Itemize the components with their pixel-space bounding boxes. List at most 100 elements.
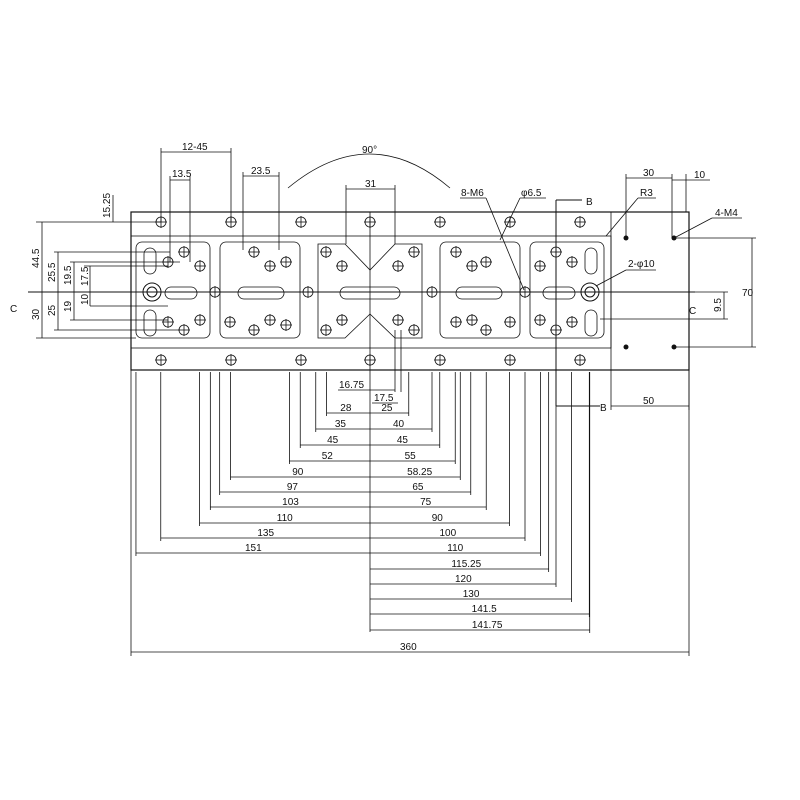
dim-r3: R3: [640, 188, 653, 199]
mount-hole: [574, 216, 586, 228]
mount-hole: [280, 319, 292, 331]
dim-31: 31: [365, 179, 377, 190]
chain-dim-label: 40: [393, 419, 405, 430]
chain-dim-label: 141.5: [472, 604, 497, 615]
pad-2: [219, 241, 301, 339]
slot: [584, 309, 598, 337]
mount-hole: [408, 246, 420, 258]
mount-hole: [574, 354, 586, 366]
dim-70: 70: [742, 288, 754, 299]
leader: [499, 197, 521, 241]
dim-4-m4: 4-M4: [715, 208, 738, 219]
dim-9-5: 9.5: [713, 298, 724, 312]
mount-hole: [280, 256, 292, 268]
section-b-line: B B: [555, 197, 607, 414]
angle-arc: [287, 153, 451, 189]
mount-hole: [450, 316, 462, 328]
slot: [542, 286, 576, 300]
mount-hole: [162, 316, 174, 328]
chain-dim-label: 90: [292, 467, 304, 478]
slot: [584, 247, 598, 275]
dim-15-25: 15.25: [102, 193, 113, 218]
leader: [605, 197, 639, 237]
dim-phi-6-5: φ6.5: [521, 188, 542, 199]
mount-hole: [466, 260, 478, 272]
dim-23-5: 23.5: [251, 166, 271, 177]
m4-hole: [671, 344, 677, 350]
dim-50: 50: [643, 396, 655, 407]
chain-dim-label: 110: [447, 543, 463, 554]
dim-30-right: 30: [643, 168, 655, 179]
mount-hole: [434, 354, 446, 366]
mount-hole: [480, 256, 492, 268]
mount-hole: [450, 246, 462, 258]
chain-dim-label: 28: [340, 403, 352, 414]
slots: [143, 247, 598, 337]
mount-hole: [264, 260, 276, 272]
mount-hole: [248, 324, 260, 336]
section-label-b-bottom: B: [600, 403, 607, 414]
chain-dim-label: 65: [412, 482, 424, 493]
mount-hole: [466, 314, 478, 326]
mount-hole: [336, 314, 348, 326]
mount-hole: [504, 316, 516, 328]
section-label-b-top: B: [586, 197, 593, 208]
m4-holes: [623, 235, 677, 350]
slot: [455, 286, 503, 300]
dim-8-m6: 8-M6: [461, 188, 484, 199]
mount-hole: [504, 354, 516, 366]
overall-dimension: 360: [130, 370, 690, 656]
dim-17-5-inner: 17.5: [374, 393, 394, 404]
section-label-c-right: C: [689, 306, 696, 317]
chain-dim-label: 97: [287, 482, 299, 493]
mount-hole: [534, 260, 546, 272]
chain-dim-label: 103: [282, 497, 299, 508]
right-chain-dimensions: 2540455558.25657590100110115.25120130141…: [370, 372, 591, 633]
mount-hole: [264, 314, 276, 326]
chain-dim-label: 110: [277, 513, 293, 524]
slot: [164, 286, 198, 300]
top-dimensions: 12-45 13.5 23.5 90° 31 8-M6 φ6.5: [160, 142, 546, 291]
mount-hole: [408, 324, 420, 336]
mount-hole: [178, 246, 190, 258]
dim-360: 360: [400, 642, 417, 653]
leader: [485, 197, 525, 291]
section-c-line: C C: [10, 291, 696, 317]
slot: [143, 247, 157, 275]
pad-4: [439, 241, 521, 339]
chain-dim-label: 141.75: [472, 620, 503, 631]
pad-vee: [317, 243, 423, 339]
inner-dimensions: 16.75 17.5: [338, 330, 402, 404]
m4-hole: [623, 344, 629, 350]
mount-hole: [336, 260, 348, 272]
mount-hole: [434, 216, 446, 228]
chain-dim-label: 45: [397, 435, 409, 446]
dim-44-5: 44.5: [31, 248, 42, 268]
dim-10: 10: [80, 293, 91, 305]
chain-dim-label: 75: [420, 497, 432, 508]
chain-dim-label: 100: [440, 528, 457, 539]
dim-17-5: 17.5: [80, 266, 91, 286]
mount-hole: [225, 354, 237, 366]
chain-dim-label: 58.25: [407, 467, 432, 478]
chain-dim-label: 115.25: [451, 559, 481, 570]
dim-25-5: 25.5: [47, 262, 58, 282]
leader: [595, 269, 627, 287]
chain-dim-label: 130: [463, 589, 480, 600]
chain-dim-label: 25: [381, 403, 393, 414]
slot: [237, 286, 285, 300]
leader: [675, 217, 713, 238]
mount-hole: [480, 324, 492, 336]
mount-hole: [194, 314, 206, 326]
left-dimensions: 15.25 44.5 25.5 19.5 17.5 10 19 25 30: [31, 193, 180, 339]
chain-dim-label: 55: [405, 451, 417, 462]
mount-hole: [566, 256, 578, 268]
mount-hole: [392, 260, 404, 272]
mount-hole: [155, 354, 167, 366]
mount-hole: [224, 316, 236, 328]
chain-dim-label: 90: [432, 513, 444, 524]
dim-16-75: 16.75: [339, 380, 364, 391]
dim-10-right: 10: [694, 170, 706, 181]
right-dimensions: 30 10 R3 4-M4 2-φ10 9.5 70 50: [595, 168, 756, 410]
